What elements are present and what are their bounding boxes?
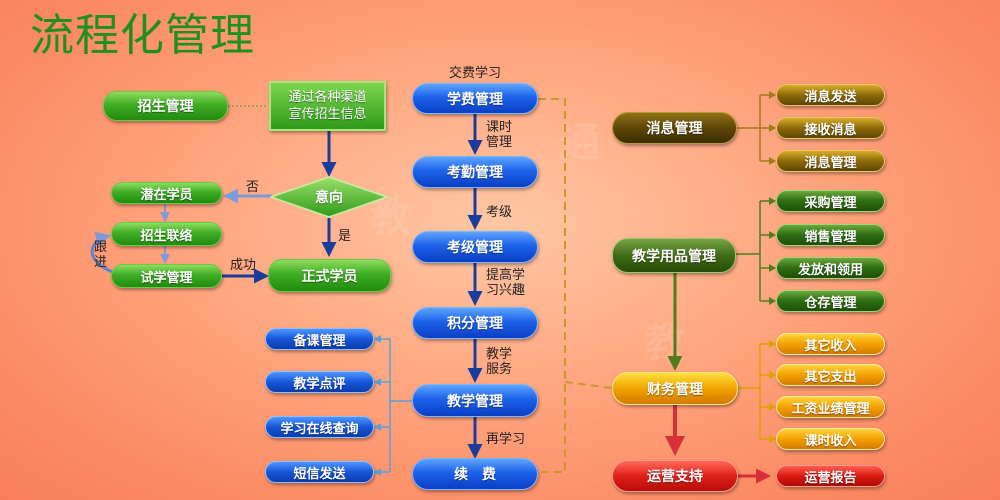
channel-promotion-box[interactable]: 通过各种渠道 宣传招生信息 — [269, 81, 386, 131]
class-hours-label: 课时 管理 — [486, 120, 513, 150]
renewal-node[interactable]: 续 费 — [412, 458, 538, 490]
success-label: 成功 — [230, 258, 257, 273]
operations-report-node[interactable]: 运营报告 — [776, 465, 885, 487]
other-income-node[interactable]: 其它收入 — [776, 333, 885, 355]
teaching-supplies-node[interactable]: 教学用品管理 — [612, 238, 736, 273]
message-admin-node[interactable]: 消息管理 — [776, 150, 885, 172]
finance-management-node[interactable]: 财务管理 — [612, 372, 738, 405]
attendance-management-node[interactable]: 考勤管理 — [412, 156, 538, 188]
watermark: 通 — [560, 120, 600, 166]
grade-management-node[interactable]: 考级管理 — [412, 231, 538, 263]
pay-study-label: 交费学习 — [449, 66, 502, 81]
online-query-node[interactable]: 学习在线查询 — [265, 416, 374, 438]
message-send-node[interactable]: 消息发送 — [776, 84, 885, 106]
interest-label: 提高学 习兴趣 — [486, 268, 526, 298]
intent-decision-node[interactable]: 意向 — [270, 176, 388, 218]
no-label: 否 — [246, 180, 260, 195]
points-management-node[interactable]: 积分管理 — [412, 307, 538, 339]
potential-student-node[interactable]: 潜在学员 — [111, 182, 222, 204]
sms-send-node[interactable]: 短信发送 — [265, 461, 374, 483]
issue-receive-node[interactable]: 发放和领用 — [776, 257, 885, 279]
watermark: 教 — [370, 195, 410, 241]
grade-label: 考级 — [486, 205, 513, 220]
other-expense-node[interactable]: 其它支出 — [776, 364, 885, 386]
recruit-management-node[interactable]: 招生管理 — [103, 91, 228, 121]
operations-support-node[interactable]: 运营支持 — [612, 460, 738, 492]
restudy-label: 再学习 — [486, 432, 526, 447]
recruit-contact-node[interactable]: 招生联络 — [111, 222, 222, 246]
salary-performance-node[interactable]: 工资业绩管理 — [776, 396, 885, 418]
message-receive-node[interactable]: 接收消息 — [776, 117, 885, 139]
yes-label: 是 — [338, 229, 352, 244]
intent-label: 意向 — [315, 190, 343, 206]
sales-node[interactable]: 销售管理 — [776, 224, 885, 246]
class-hour-income-node[interactable]: 课时收入 — [776, 428, 885, 450]
teach-service-label: 教学 服务 — [486, 347, 513, 377]
tuition-management-node[interactable]: 学费管理 — [412, 83, 538, 114]
formal-student-node[interactable]: 正式学员 — [268, 259, 391, 292]
trial-management-node[interactable]: 试学管理 — [111, 264, 222, 288]
teaching-review-node[interactable]: 教学点评 — [265, 371, 374, 393]
message-management-node[interactable]: 消息管理 — [612, 112, 737, 144]
page-title: 流程化管理 — [30, 10, 255, 61]
diamond-shape — [270, 176, 388, 218]
teaching-management-node[interactable]: 教学管理 — [412, 384, 538, 417]
lesson-prep-node[interactable]: 备课管理 — [265, 328, 374, 350]
follow-up-label: 跟 进 — [94, 240, 108, 270]
warehouse-node[interactable]: 仓存管理 — [776, 290, 885, 312]
purchase-node[interactable]: 采购管理 — [776, 190, 885, 212]
